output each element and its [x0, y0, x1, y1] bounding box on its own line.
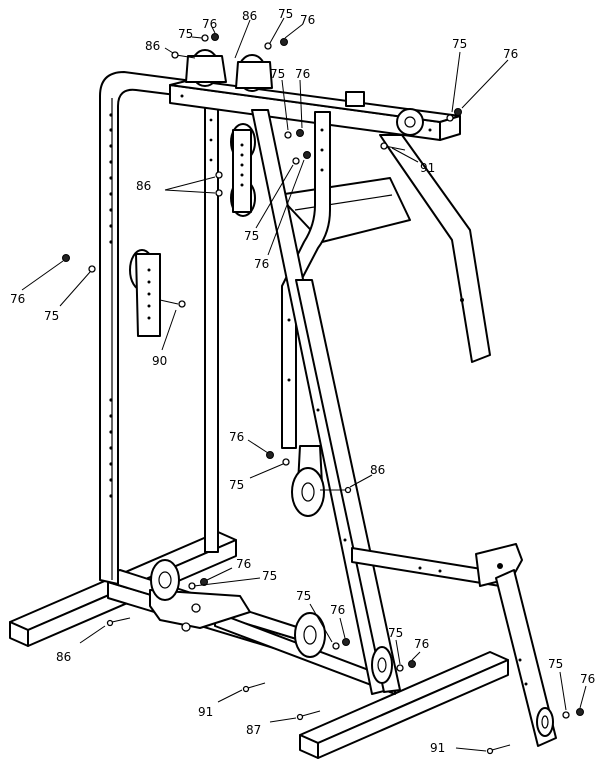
- left-adjustable-pulley: [129, 249, 161, 337]
- bottom-center-pulley: [294, 612, 326, 658]
- top-pulley-left: [185, 49, 227, 87]
- part-label: 86: [136, 179, 151, 193]
- rear-bracket-arm: [379, 134, 491, 363]
- part-label: 75: [229, 478, 244, 492]
- middle-pulley: [291, 445, 325, 517]
- part-label: 76: [295, 67, 310, 81]
- part-label: 76: [580, 672, 595, 686]
- part-label: 76: [236, 557, 251, 571]
- upright-holes: [109, 113, 213, 498]
- part-label: 75: [244, 229, 259, 243]
- part-label: 75: [44, 309, 59, 323]
- part-label: 86: [56, 650, 71, 664]
- pivot-arm: [475, 543, 557, 747]
- part-label: 76: [503, 47, 518, 61]
- top-pulley-right: [235, 54, 273, 92]
- part-label: 86: [242, 9, 257, 23]
- part-label: 86: [145, 39, 160, 53]
- part-label: 76: [229, 430, 244, 444]
- part-label: 75: [262, 569, 277, 583]
- part-label: 75: [548, 657, 563, 671]
- hardware-bottom: [106, 578, 584, 755]
- part-label: 87: [246, 723, 261, 737]
- part-label: 90: [152, 354, 167, 368]
- part-label: 91: [420, 161, 435, 175]
- part-label: 76: [10, 292, 25, 306]
- part-label: 91: [198, 705, 213, 719]
- bottom-right-pulley: [371, 646, 393, 684]
- part-label: 76: [330, 603, 345, 617]
- leader-lines: [21, 17, 587, 752]
- arm-end-pulley: [536, 707, 554, 737]
- right-base-foot: [299, 651, 509, 759]
- part-label: 91: [430, 741, 445, 755]
- rear-top-pulley: [396, 108, 424, 136]
- part-label: 76: [254, 257, 269, 271]
- part-label: 76: [414, 637, 429, 651]
- part-label: 75: [278, 7, 293, 21]
- upper-side-pulley: [230, 123, 256, 217]
- part-label: 75: [270, 67, 285, 81]
- part-label: 86: [370, 463, 385, 477]
- bottom-mount-plate: [149, 589, 251, 632]
- part-label: 76: [202, 17, 217, 31]
- top-crossbeam: [169, 79, 461, 141]
- hardware-middle: [266, 451, 352, 494]
- part-label: 75: [388, 626, 403, 640]
- left-tower-inner-upright: [204, 95, 219, 553]
- bottom-left-pulley: [150, 559, 180, 601]
- middle-cross-bracket: [277, 177, 411, 243]
- part-label: 76: [300, 13, 315, 27]
- part-label: 75: [178, 27, 193, 41]
- part-labels: 75 76 86 75 76 86 75 76 75 76 91 86 75 7…: [10, 7, 595, 755]
- hardware-top: [62, 33, 462, 308]
- curved-main-column: [281, 111, 331, 449]
- part-label: 75: [296, 589, 311, 603]
- part-label: 75: [452, 37, 467, 51]
